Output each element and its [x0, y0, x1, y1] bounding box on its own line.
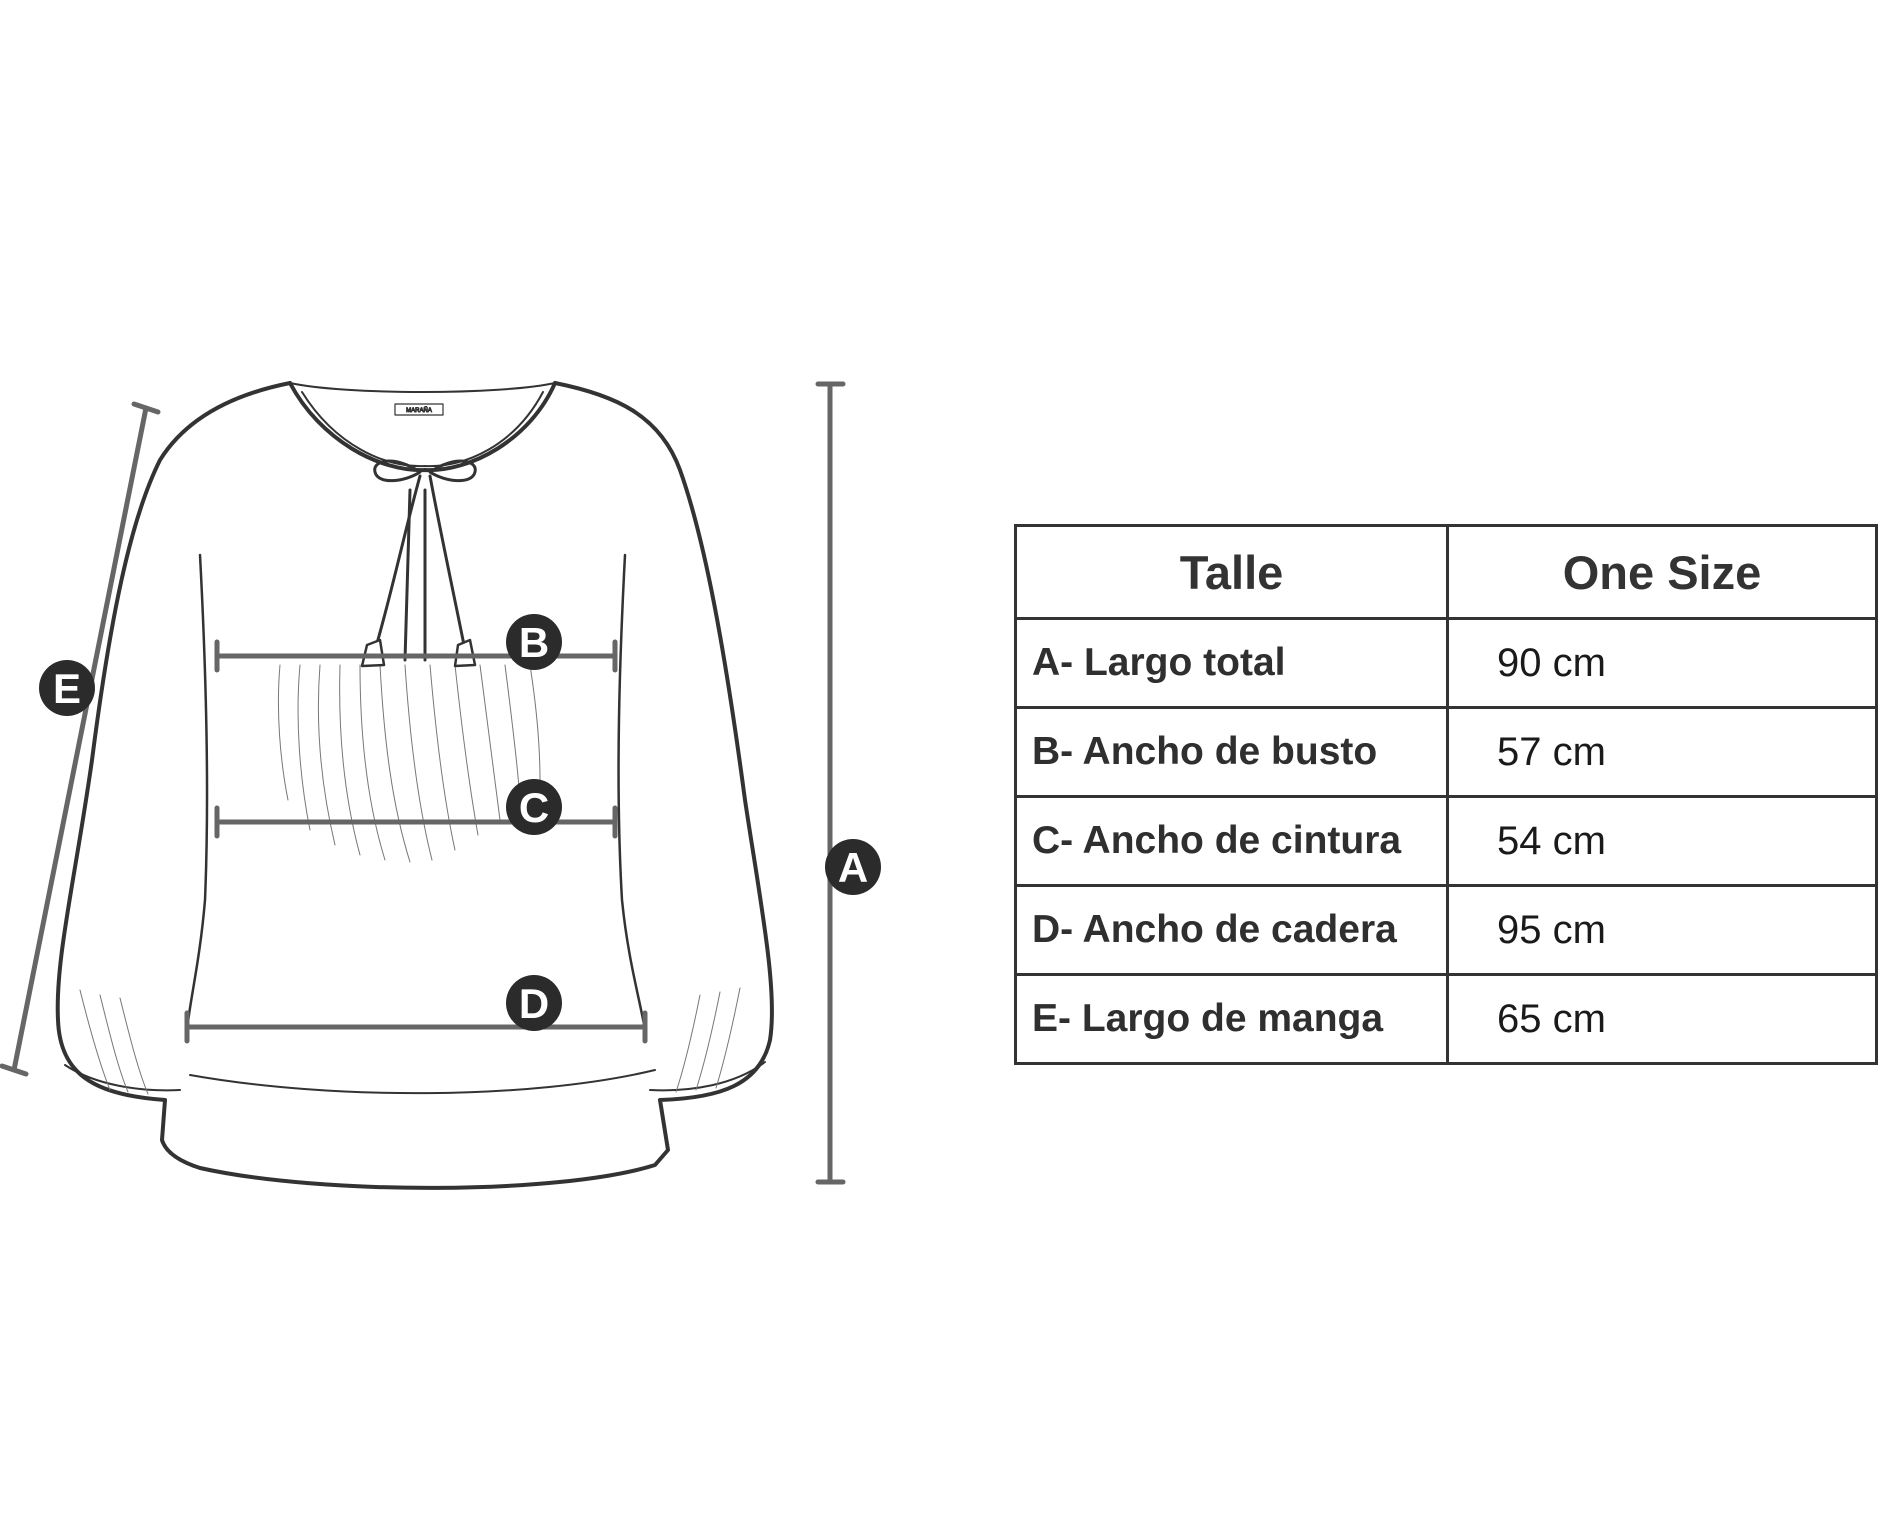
cord-tips: [360, 638, 477, 668]
right-armhole-seam: [617, 553, 647, 1032]
measure-line-e: [11, 405, 149, 1073]
marker-b: B: [506, 614, 562, 670]
marker-a-label: A: [838, 844, 868, 891]
table-row: A- Largo total 90 cm: [1014, 617, 1878, 709]
neck-label: MARAÑA: [394, 403, 444, 416]
size-table: Talle One Size A- Largo total 90 cm B- A…: [1014, 524, 1878, 1065]
marker-c: C: [506, 779, 562, 835]
table-row: B- Ancho de busto 57 cm: [1014, 706, 1878, 798]
tie-cord: [373, 459, 477, 662]
table-row: D- Ancho de cadera 95 cm: [1014, 884, 1878, 976]
table-row: E- Largo de manga 65 cm: [1014, 973, 1878, 1065]
neck-label-text: MARAÑA: [406, 407, 432, 414]
row-value-ancho-cintura: 54 cm: [1446, 795, 1878, 887]
hem-line: [189, 1069, 656, 1095]
row-value-largo-manga: 65 cm: [1446, 973, 1878, 1065]
marker-c-label: C: [519, 784, 549, 831]
header-size: Talle: [1014, 524, 1449, 620]
row-value-ancho-busto: 57 cm: [1446, 706, 1878, 798]
garment-diagram: MARAÑA A B C D E: [0, 381, 881, 1190]
neckline-band: [301, 391, 544, 468]
blouse-sketch: MARAÑA: [55, 381, 774, 1190]
row-label-largo-total: A- Largo total: [1014, 617, 1449, 709]
marker-e-label: E: [53, 665, 81, 712]
marker-a: A: [825, 839, 881, 895]
table-row: C- Ancho de cintura 54 cm: [1014, 795, 1878, 887]
row-label-largo-manga: E- Largo de manga: [1014, 973, 1449, 1065]
header-one-size: One Size: [1446, 524, 1878, 620]
marker-d-label: D: [519, 980, 549, 1027]
row-value-largo-total: 90 cm: [1446, 617, 1878, 709]
measure-line-e-cap-bottom: [0, 1063, 29, 1077]
marker-b-label: B: [519, 619, 549, 666]
gathers: [79, 664, 741, 1095]
row-label-ancho-cintura: C- Ancho de cintura: [1014, 795, 1449, 887]
row-label-ancho-busto: B- Ancho de busto: [1014, 706, 1449, 798]
marker-e: E: [39, 660, 95, 716]
measure-line-e-cap-top: [131, 401, 161, 415]
right-cuff: [649, 1061, 766, 1092]
measurement-lines: [0, 381, 846, 1185]
neckline-inner: [289, 382, 556, 393]
blouse-body-outline: [55, 381, 774, 1190]
left-armhole-seam: [185, 553, 209, 1032]
left-cuff: [64, 1064, 181, 1092]
row-label-ancho-cadera: D- Ancho de cadera: [1014, 884, 1449, 976]
size-table-header-row: Talle One Size: [1014, 524, 1878, 620]
row-value-ancho-cadera: 95 cm: [1446, 884, 1878, 976]
neckline: [288, 381, 557, 473]
marker-d: D: [506, 975, 562, 1031]
